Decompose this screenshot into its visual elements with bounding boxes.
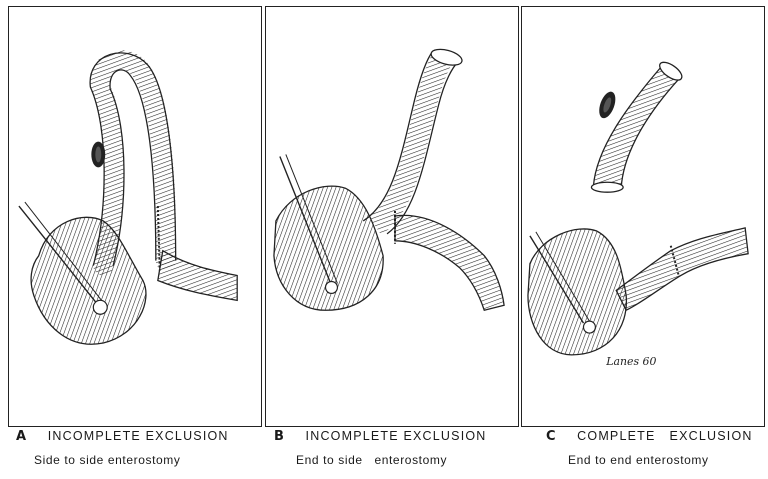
panel-letter: B [274, 429, 285, 444]
caption-c: C COMPLETE EXCLUSION End to end enterost… [546, 428, 766, 478]
side-to-side-enterostomy-drawing [9, 7, 261, 426]
panel-letter: C [546, 429, 557, 444]
panel-subtitle: End to side enterostomy [274, 453, 519, 467]
panel-subtitle: End to end enterostomy [546, 453, 766, 467]
caption-a: A INCOMPLETE EXCLUSION Side to side ente… [16, 428, 261, 478]
end-to-end-enterostomy-drawing: Lanes 60 [522, 7, 764, 426]
panel-c-illustration: Lanes 60 [521, 6, 765, 427]
panel-b-illustration [265, 6, 519, 427]
end-to-side-enterostomy-drawing [266, 7, 518, 426]
panel-a-illustration [8, 6, 262, 427]
panel-subtitle: Side to side enterostomy [16, 453, 261, 467]
panel-letter: A [16, 429, 27, 444]
artist-signature: Lanes 60 [605, 355, 656, 368]
panel-title: INCOMPLETE EXCLUSION [48, 429, 229, 443]
caption-b: B INCOMPLETE EXCLUSION End to side enter… [274, 428, 519, 478]
panel-title: INCOMPLETE EXCLUSION [306, 429, 487, 443]
panel-title: COMPLETE EXCLUSION [577, 429, 752, 443]
